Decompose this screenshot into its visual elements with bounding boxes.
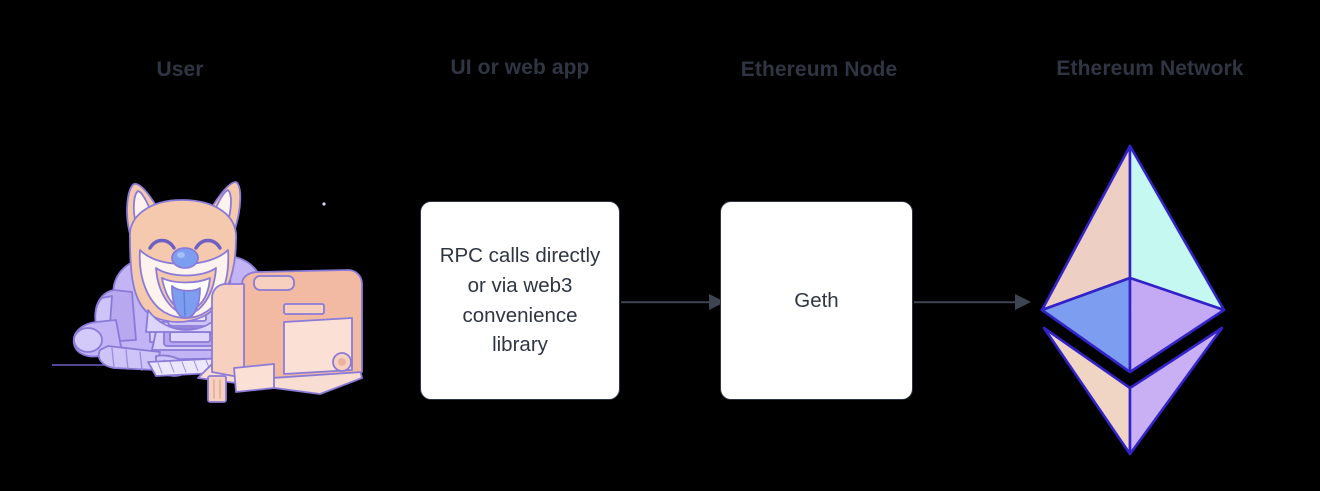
column-header-ethereum-network: Ethereum Network xyxy=(1056,57,1244,80)
process-box-rpc[interactable]: RPC calls directly or via web3 convenien… xyxy=(420,201,620,400)
arrow-geth-to-network xyxy=(914,293,1031,311)
arrow-rpc-to-geth xyxy=(621,293,725,311)
column-header-user: User xyxy=(156,58,204,81)
process-box-rpc-label: RPC calls directly or via web3 convenien… xyxy=(439,244,601,357)
arrow-line xyxy=(621,301,713,303)
process-box-geth-label: Geth xyxy=(794,288,839,312)
arrow-line xyxy=(914,301,1019,303)
column-header-ethereum-node: Ethereum Node xyxy=(740,58,898,81)
arrow-head-icon xyxy=(1015,294,1031,310)
column-header-ui-or-web-app: UI or web app xyxy=(450,56,590,79)
process-box-geth[interactable]: Geth xyxy=(720,201,913,400)
ethereum-logo-icon xyxy=(1034,140,1234,460)
doge-at-computer-illustration xyxy=(51,172,364,408)
